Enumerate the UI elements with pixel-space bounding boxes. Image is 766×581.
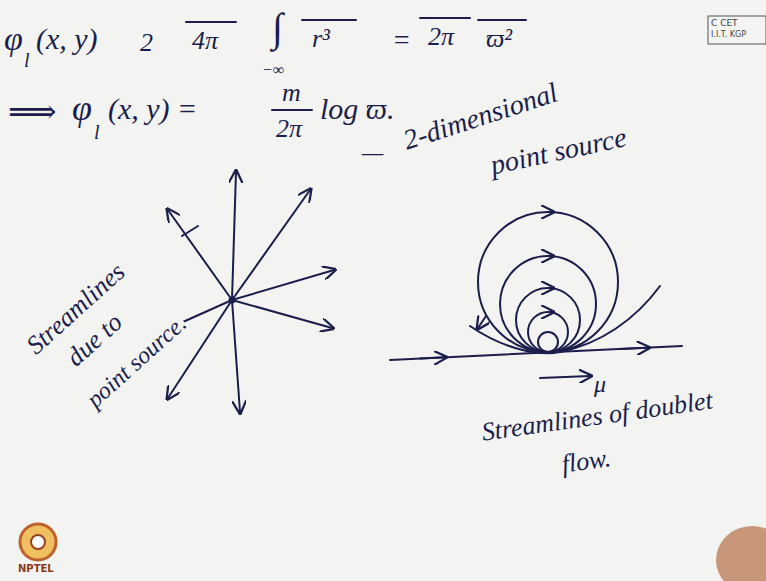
logo-text: C CET [711,19,738,28]
handwritten-label: φ [4,22,23,56]
handwritten-label: (x, y) [36,24,98,54]
handwritten-label: 2 [140,30,153,56]
handwritten-label: flow. [560,445,612,478]
handwritten-label: ∫ [272,8,283,48]
logo-box [708,16,766,44]
handwritten-label: 4π [192,28,218,54]
fraction-bar [478,19,526,21]
point-source-streamlines [165,172,334,412]
handwritten-label: −∞ [262,62,284,78]
handwritten-label: (x, y) = [108,94,197,124]
nptel-logo [20,524,56,560]
handwritten-label: — [362,140,383,164]
handwritten-label: 2π [428,24,454,50]
handwritten-label: log ϖ. [320,94,395,124]
handwritten-label: l [24,50,30,70]
logo-text: NPTEL [18,564,54,574]
handwritten-label: point source [488,123,629,179]
hand [716,526,766,581]
handwritten-label: φ [72,90,92,126]
handwritten-label: ⟹ [8,95,57,129]
fraction-bar [420,17,470,19]
doublet-streamlines [390,212,682,378]
handwritten-label: 2π [276,116,302,142]
fraction-bar [186,21,236,23]
handwritten-label: = [392,26,411,54]
handwritten-label: l [94,122,100,142]
fraction-bar [302,19,356,21]
handwritten-label: μ [594,372,606,396]
handwritten-label: ϖ² [486,26,512,52]
fraction-bar [272,109,312,111]
handwritten-label: m [282,80,301,106]
handwritten-label: r³ [312,26,330,52]
logo-text: I.I.T. KGP [711,31,746,39]
handwritten-label: Streamlines of doublet [480,388,714,446]
